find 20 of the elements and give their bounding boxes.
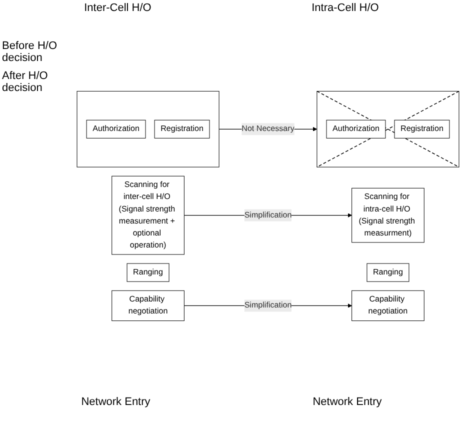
node-box: Authorization [86,120,146,138]
phase-label: After H/O decision [2,70,49,94]
edge-label: Not Necessary [242,124,294,134]
column-heading: Intra-Cell H/O [312,2,379,14]
phase-label: Before H/O decision [2,40,58,64]
node-box: Authorization [326,120,386,138]
node-box: Registration [154,120,210,138]
note-text: Network Entry [81,396,150,408]
edge-label: Simplification [244,301,292,310]
node-box: Capability negotiation [352,290,424,322]
note-text: Network Entry [312,396,382,408]
cluster [76,90,220,168]
node-box: Registration [394,120,450,138]
node-box: Ranging [366,263,410,282]
edge-label: Simplification [244,210,292,220]
column-heading: Inter-Cell H/O [84,2,152,14]
node-box: Ranging [126,263,170,282]
node-box: Scanning for inter-cell H/O (Signal strength measurement + optional operation) [112,176,184,255]
node-box: Scanning for intra-cell H/O (Signal strength measurment) [352,188,424,243]
node-box: Capability negotiation [112,290,184,322]
